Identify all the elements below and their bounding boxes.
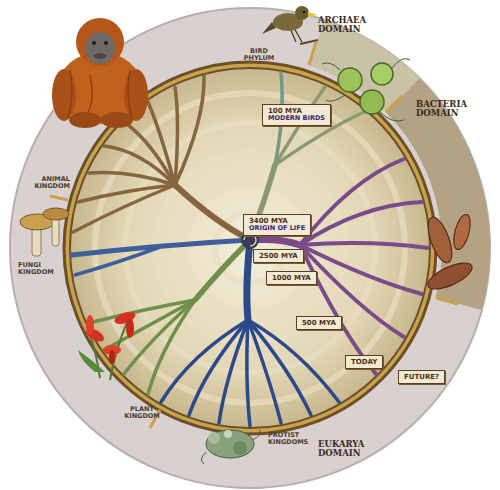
time-label: 500 MYA bbox=[302, 319, 336, 327]
domain-label: ARCHAEA DOMAIN bbox=[318, 16, 374, 35]
time-label: 100 MYA bbox=[268, 107, 325, 115]
group-label: PROTIST KINGDOMS bbox=[268, 432, 314, 446]
time-box: 3400 MYAORIGIN OF LIFE bbox=[243, 214, 311, 236]
group-label: BIRD PHYLUM bbox=[241, 48, 277, 62]
group-label: PLANT KINGDOM bbox=[122, 406, 162, 420]
group-label: FUNGI KINGDOM bbox=[18, 262, 60, 276]
orchid-figure bbox=[78, 310, 137, 380]
gold-ring bbox=[64, 62, 436, 434]
time-disc bbox=[70, 68, 430, 428]
time-box: FUTURE? bbox=[398, 370, 445, 384]
mushroom-figure bbox=[20, 208, 69, 256]
group-label: ANIMAL KINGDOM bbox=[28, 176, 70, 190]
event-label: ORIGIN OF LIFE bbox=[249, 225, 305, 232]
time-label: FUTURE? bbox=[404, 373, 439, 381]
event-label: MODERN BIRDS bbox=[268, 115, 325, 122]
domain-label: EUKARYA DOMAIN bbox=[318, 440, 374, 459]
time-box: TODAY bbox=[345, 355, 383, 369]
time-label: 2500 MYA bbox=[259, 252, 298, 260]
protist-figure bbox=[201, 430, 260, 464]
time-label: 1000 MYA bbox=[272, 274, 311, 282]
ring-spikes bbox=[50, 42, 458, 428]
archaea-figure bbox=[322, 59, 410, 121]
bacteria-branches bbox=[250, 159, 428, 374]
domain-label: BACTERIA DOMAIN bbox=[416, 100, 474, 119]
time-box: 1000 MYA bbox=[266, 271, 317, 285]
outer-band bbox=[10, 8, 490, 488]
orangutan-figure bbox=[52, 18, 148, 128]
time-box: 100 MYAMODERN BIRDS bbox=[262, 104, 331, 126]
bird-figure bbox=[262, 6, 318, 44]
time-box: 500 MYA bbox=[296, 316, 342, 330]
plant-branches bbox=[89, 240, 250, 394]
time-label: 3400 MYA bbox=[249, 217, 305, 225]
time-label: TODAY bbox=[351, 358, 377, 366]
time-box: 2500 MYA bbox=[253, 249, 304, 263]
bacteria-figure bbox=[423, 213, 475, 294]
